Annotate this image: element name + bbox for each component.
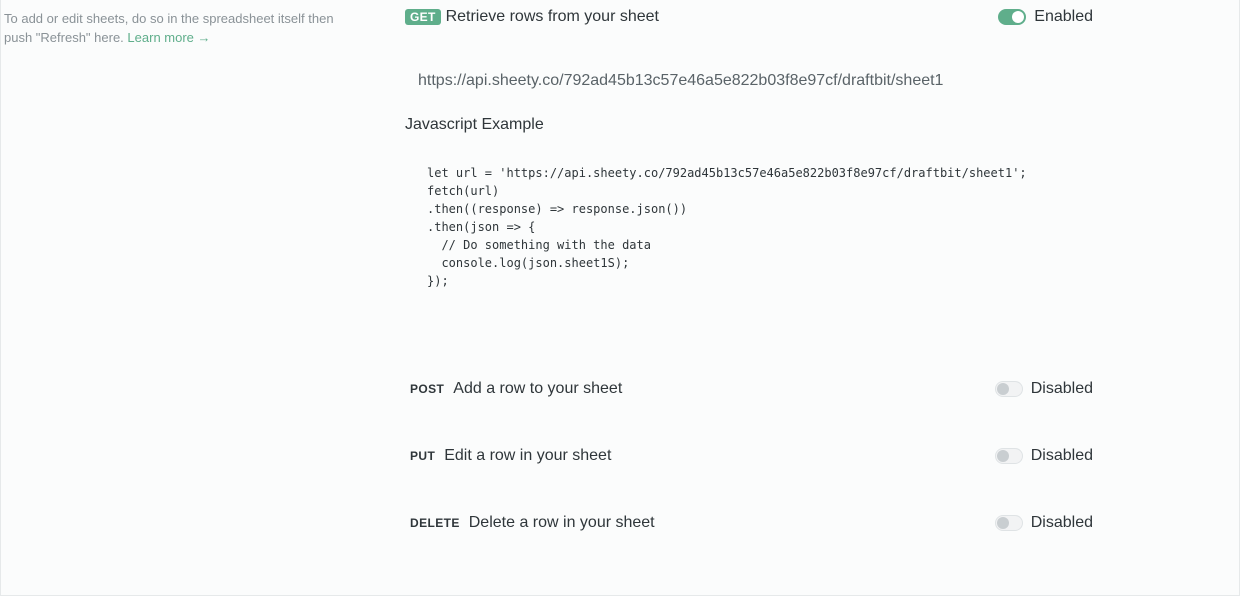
post-endpoint-title: Add a row to your sheet xyxy=(453,380,623,397)
put-enable-toggle[interactable]: Disabled xyxy=(994,444,1093,468)
toggle-knob xyxy=(996,517,1009,529)
post-enable-toggle[interactable]: Disabled xyxy=(994,377,1093,401)
delete-enable-toggle[interactable]: Disabled xyxy=(994,511,1093,535)
toggle-switch-off[interactable] xyxy=(994,448,1023,464)
get-endpoint-title: Retrieve rows from your sheet xyxy=(445,8,659,25)
toggle-switch-off[interactable] xyxy=(994,515,1023,531)
endpoint-get-header: GET Retrieve rows from your sheet Enable… xyxy=(405,5,1093,29)
get-endpoint-url[interactable]: https://api.sheety.co/792ad45b13c57e46a5… xyxy=(418,72,944,89)
toggle-switch-on[interactable] xyxy=(998,9,1027,25)
post-status-label: Disabled xyxy=(1030,380,1093,397)
toggle-switch-off[interactable] xyxy=(994,381,1023,397)
javascript-example-title: Javascript Example xyxy=(405,116,544,133)
javascript-code-example: let url = 'https://api.sheety.co/792ad45… xyxy=(427,166,1027,288)
toggle-knob xyxy=(996,383,1009,395)
put-endpoint-title: Edit a row in your sheet xyxy=(444,447,612,464)
get-enable-toggle[interactable]: Enabled xyxy=(998,5,1093,29)
get-method-badge: GET xyxy=(405,9,441,25)
endpoint-delete-header: DELETE Delete a row in your sheet Disabl… xyxy=(405,511,1093,535)
get-status-label: Enabled xyxy=(1034,8,1093,25)
endpoint-post-header: POST Add a row to your sheet Disabled xyxy=(405,377,1093,401)
put-method-label: PUT xyxy=(410,449,436,463)
delete-status-label: Disabled xyxy=(1030,514,1093,531)
put-status-label: Disabled xyxy=(1030,447,1093,464)
sidebar-note-text: To add or edit sheets, do so in the spre… xyxy=(4,11,334,45)
toggle-knob xyxy=(996,450,1009,462)
endpoint-put-header: PUT Edit a row in your sheet Disabled xyxy=(405,444,1093,468)
delete-method-label: DELETE xyxy=(410,516,460,530)
sidebar-help-text: To add or edit sheets, do so in the spre… xyxy=(4,9,364,47)
delete-endpoint-title: Delete a row in your sheet xyxy=(468,514,655,531)
toggle-knob xyxy=(1012,11,1025,23)
learn-more-link[interactable]: Learn more → xyxy=(127,30,211,45)
post-method-label: POST xyxy=(410,382,445,396)
